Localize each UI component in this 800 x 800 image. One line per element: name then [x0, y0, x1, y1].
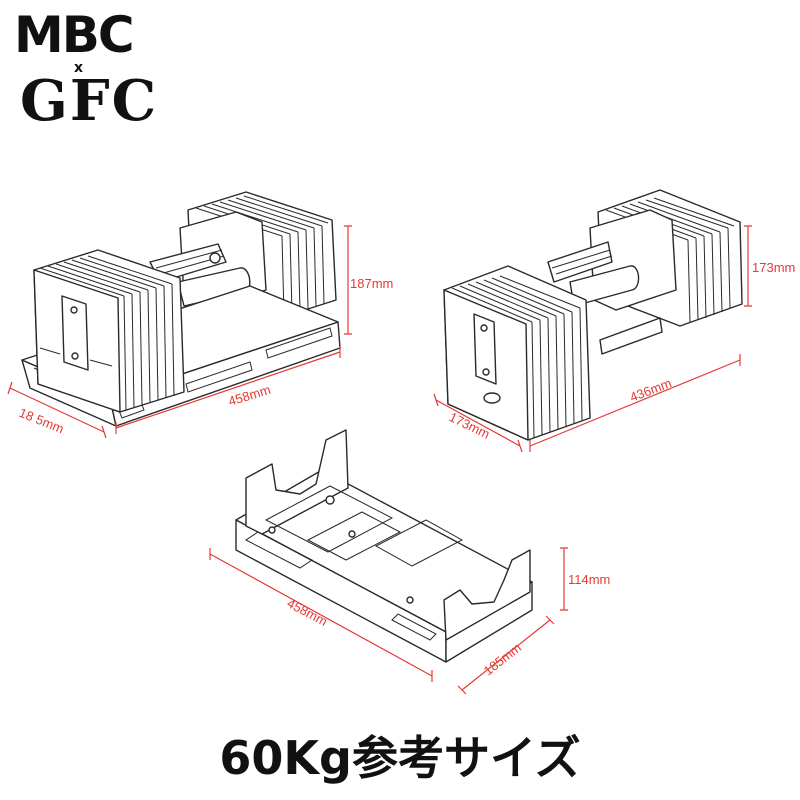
right-dumbbell: 173mm 436mm 173mm	[433, 189, 795, 453]
cradle: 114mm 458mm 185mm	[209, 429, 610, 695]
right-back-plates	[589, 189, 743, 327]
logo-mbc: MBC	[14, 6, 135, 64]
caption-title: 60Kg参考サイズ	[219, 731, 581, 785]
left-length-label: 458mm	[226, 382, 272, 409]
left-front-plates	[33, 249, 185, 413]
left-dumbbell: 187mm 458mm 18 5mm	[7, 191, 393, 439]
logo-separator: x	[74, 60, 84, 76]
right-handle	[547, 241, 663, 355]
cradle-dimension-lines	[209, 547, 568, 695]
left-handle	[149, 243, 251, 327]
cradle-length-label: 458mm	[285, 595, 330, 629]
left-height-label: 187mm	[350, 276, 393, 291]
cradle-height-label: 114mm	[568, 572, 610, 587]
left-dimension-lines	[7, 225, 352, 439]
right-length-label: 436mm	[628, 375, 674, 405]
cradle-back-wall	[245, 429, 349, 535]
right-height-label: 173mm	[752, 260, 795, 275]
cradle-width-label: 185mm	[481, 640, 524, 679]
right-dimension-lines	[433, 225, 752, 453]
left-width-label: 18 5mm	[17, 405, 66, 437]
cradle-front-wall	[443, 549, 531, 641]
right-front-plates	[443, 265, 591, 441]
logo-gfc: GFC	[20, 68, 159, 134]
